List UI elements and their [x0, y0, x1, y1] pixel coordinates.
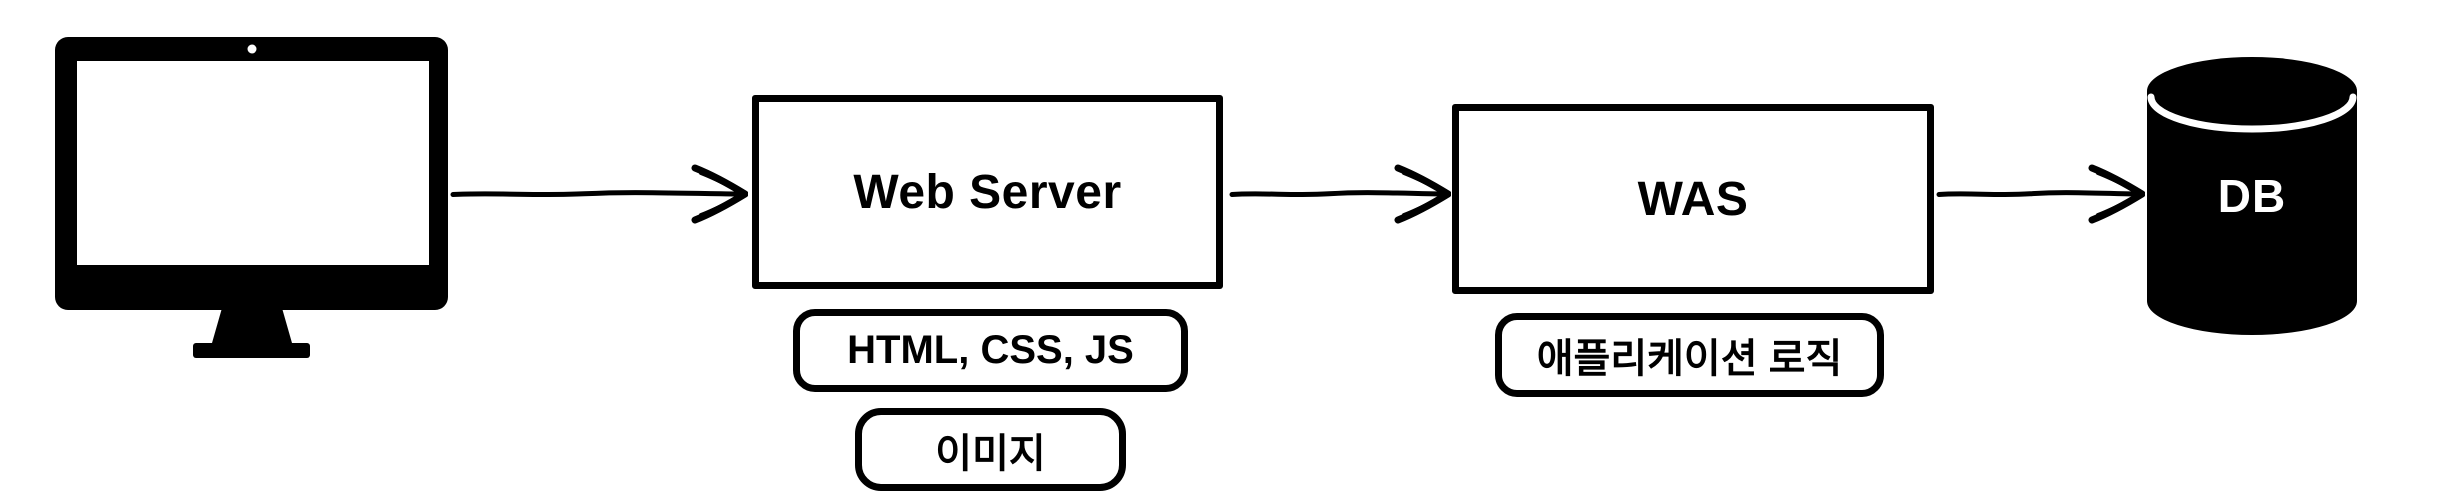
web-server-label: Web Server — [853, 165, 1122, 219]
web-server-badge-html-css-js: HTML, CSS, JS — [793, 309, 1188, 392]
web-server-badge-image: 이미지 — [855, 408, 1126, 491]
web-server-node: Web Server — [752, 95, 1223, 289]
badge-image-label: 이미지 — [935, 431, 1046, 476]
was-badge-application-logic: 애플리케이션 로직 — [1495, 313, 1884, 397]
badge-application-logic-label: 애플리케이션 로직 — [1536, 337, 1843, 381]
arrow-was-to-db — [1936, 164, 2145, 224]
arrow-client-to-web-server — [450, 164, 748, 224]
arrow-web-server-to-was — [1229, 164, 1451, 224]
badge-html-css-js-label: HTML, CSS, JS — [847, 328, 1134, 372]
was-node: WAS — [1452, 104, 1934, 294]
desktop-monitor-icon — [55, 37, 448, 358]
database-cylinder-icon — [2147, 57, 2357, 335]
was-label: WAS — [1637, 172, 1749, 226]
